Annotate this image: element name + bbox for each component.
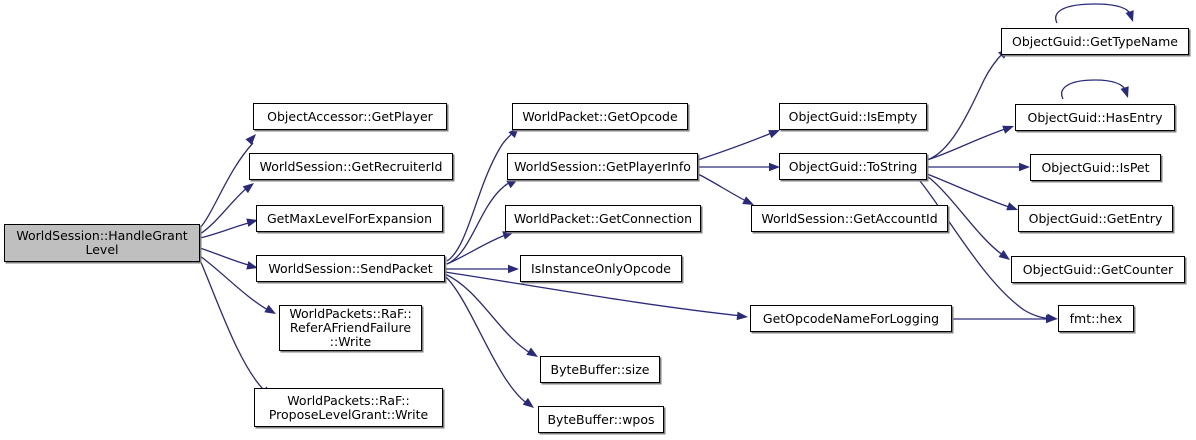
node-bytebuffer_size[interactable]: ByteBuffer::size (540, 356, 660, 383)
edge-handlegrantlevel-to-sendpacket (199, 247, 253, 267)
node-label-getmaxlevelforexpansion: GetMaxLevelForExpansion (266, 210, 432, 226)
edge-handlegrantlevel-to-getrecruiterid (199, 185, 250, 235)
arrowhead-sendpacket-to-bytebuffer_wpos (522, 397, 534, 408)
arrowhead-getplayerinfo-to-isempty (768, 130, 780, 139)
arrowhead-handlegrantlevel-to-referafriendfailure (264, 304, 276, 314)
node-getplayerinfo[interactable]: WorldSession::GetPlayerInfo (507, 153, 698, 180)
arrowhead-hasentry-to-hasentry (1120, 86, 1129, 98)
edge-handlegrantlevel-to-getmaxlevelforexpansion (199, 221, 253, 239)
edge-handlegrantlevel-to-objectaccessor_getplayer (199, 142, 254, 229)
node-label-isempty: ObjectGuid::IsEmpty (788, 108, 918, 124)
node-getentry[interactable]: ObjectGuid::GetEntry (1018, 205, 1173, 232)
arrowhead-sendpacket-to-bytebuffer_size (526, 347, 538, 357)
arrowhead-tostring-to-getentry (1006, 202, 1018, 211)
arrowhead-getplayerinfo-to-getaccountid (742, 196, 754, 205)
node-label-objectaccessor_getplayer: ObjectAccessor::GetPlayer (267, 108, 433, 124)
node-handlegrantlevel[interactable]: WorldSession::HandleGrant Level (4, 224, 200, 262)
arrowhead-getplayerinfo-to-tostring (769, 162, 780, 172)
node-gettypename[interactable]: ObjectGuid::GetTypeName (1001, 28, 1189, 55)
arrowhead-sendpacket-to-getopcodenameforlogging (736, 311, 748, 321)
edge-sendpacket-to-bytebuffer_size (444, 273, 533, 355)
node-label-ispet: ObjectGuid::IsPet (1041, 159, 1150, 175)
node-getmaxlevelforexpansion[interactable]: GetMaxLevelForExpansion (256, 205, 443, 232)
node-getrecruiterid[interactable]: WorldSession::GetRecruiterId (249, 153, 453, 180)
arrowhead-tostring-to-ispet (1019, 162, 1030, 172)
node-label-fmt_hex: fmt::hex (1069, 310, 1123, 326)
node-label-isinstanceonlyopcode: IsInstanceOnlyOpcode (531, 260, 671, 276)
edge-tostring-to-getentry (926, 173, 1013, 209)
edge-handlegrantlevel-to-referafriendfailure (199, 255, 269, 311)
arrowhead-handlegrantlevel-to-objectaccessor_getplayer (245, 134, 256, 146)
node-label-sendpacket: WorldSession::SendPacket (268, 260, 433, 276)
edge-sendpacket-to-getopcodenameforlogging (444, 271, 743, 317)
node-label-getcounter: ObjectGuid::GetCounter (1022, 261, 1174, 277)
node-label-hasentry: ObjectGuid::HasEntry (1027, 109, 1163, 125)
node-fmt_hex[interactable]: fmt::hex (1058, 305, 1134, 332)
node-label-getopcodenameforlogging: GetOpcodeNameForLogging (762, 310, 940, 326)
node-getcounter[interactable]: ObjectGuid::GetCounter (1011, 256, 1185, 283)
node-isinstanceonlyopcode[interactable]: IsInstanceOnlyOpcode (520, 255, 682, 282)
arrowhead-sendpacket-to-getplayerinfo (506, 179, 518, 189)
node-label-bytebuffer_wpos: ByteBuffer::wpos (547, 411, 655, 427)
arrowhead-handlegrantlevel-to-getrecruiterid (242, 183, 254, 194)
edge-getplayerinfo-to-isempty (697, 131, 775, 161)
edge-tostring-to-getcounter (926, 175, 1005, 257)
node-referafriendfailure[interactable]: WorldPackets::RaF:: ReferAFriendFailure … (279, 305, 422, 351)
arrowhead-getopcodenameforlogging-to-fmt_hex (1046, 314, 1057, 324)
edge-sendpacket-to-getopcode (446, 130, 516, 262)
node-proposelevelgrant[interactable]: WorldPackets::RaF:: ProposeLevelGrant::W… (254, 388, 443, 427)
edge-sendpacket-to-getconnection (446, 233, 509, 265)
node-label-proposelevelgrant: WorldPackets::RaF:: ProposeLevelGrant::W… (268, 392, 429, 422)
edge-tostring-to-fmt_hex (919, 180, 1053, 320)
node-bytebuffer_wpos[interactable]: ByteBuffer::wpos (538, 406, 664, 433)
node-label-getconnection: WorldPacket::GetConnection (513, 210, 693, 226)
edge-hasentry-to-hasentry (1061, 79, 1127, 100)
edge-getplayerinfo-to-getaccountid (697, 173, 749, 203)
node-label-getplayerinfo: WorldSession::GetPlayerInfo (514, 158, 691, 174)
edge-tostring-to-hasentry (926, 127, 1009, 161)
node-label-getopcode: WorldPacket::GetOpcode (522, 108, 678, 124)
node-tostring[interactable]: ObjectGuid::ToString (779, 153, 927, 180)
node-sendpacket[interactable]: WorldSession::SendPacket (256, 255, 445, 282)
node-ispet[interactable]: ObjectGuid::IsPet (1030, 154, 1161, 181)
node-label-bytebuffer_size: ByteBuffer::size (550, 361, 650, 377)
node-label-referafriendfailure: WorldPackets::RaF:: ReferAFriendFailure … (289, 306, 412, 349)
node-isempty[interactable]: ObjectGuid::IsEmpty (779, 103, 927, 130)
node-objectaccessor_getplayer[interactable]: ObjectAccessor::GetPlayer (253, 103, 447, 130)
edge-handlegrantlevel-to-proposelevelgrant (199, 259, 267, 393)
arrowhead-sendpacket-to-getconnection (502, 231, 514, 240)
arrowhead-sendpacket-to-isinstanceonlyopcode (508, 264, 519, 274)
arrowhead-gettypename-to-gettypename (1125, 10, 1134, 22)
node-getaccountid[interactable]: WorldSession::GetAccountId (751, 205, 948, 232)
edge-sendpacket-to-bytebuffer_wpos (444, 275, 529, 405)
node-hasentry[interactable]: ObjectGuid::HasEntry (1015, 104, 1175, 131)
node-label-getentry: ObjectGuid::GetEntry (1028, 210, 1163, 226)
node-label-handlegrantlevel: WorldSession::HandleGrant Level (16, 228, 188, 257)
node-label-getrecruiterid: WorldSession::GetRecruiterId (259, 158, 443, 174)
node-label-getaccountid: WorldSession::GetAccountId (761, 210, 938, 226)
arrowhead-tostring-to-getcounter (998, 250, 1010, 260)
arrowhead-handlegrantlevel-to-getmaxlevelforexpansion (246, 218, 258, 227)
node-label-gettypename: ObjectGuid::GetTypeName (1011, 33, 1178, 49)
edge-gettypename-to-gettypename (1055, 3, 1132, 24)
node-label-tostring: ObjectGuid::ToString (788, 158, 918, 174)
edge-tostring-to-gettypename (926, 51, 1005, 161)
node-getconnection[interactable]: WorldPacket::GetConnection (505, 205, 701, 232)
node-getopcodenameforlogging[interactable]: GetOpcodeNameForLogging (750, 305, 952, 332)
node-getopcode[interactable]: WorldPacket::GetOpcode (512, 103, 688, 130)
arrowhead-handlegrantlevel-to-sendpacket (246, 261, 258, 270)
arrowhead-tostring-to-hasentry (1002, 125, 1014, 134)
